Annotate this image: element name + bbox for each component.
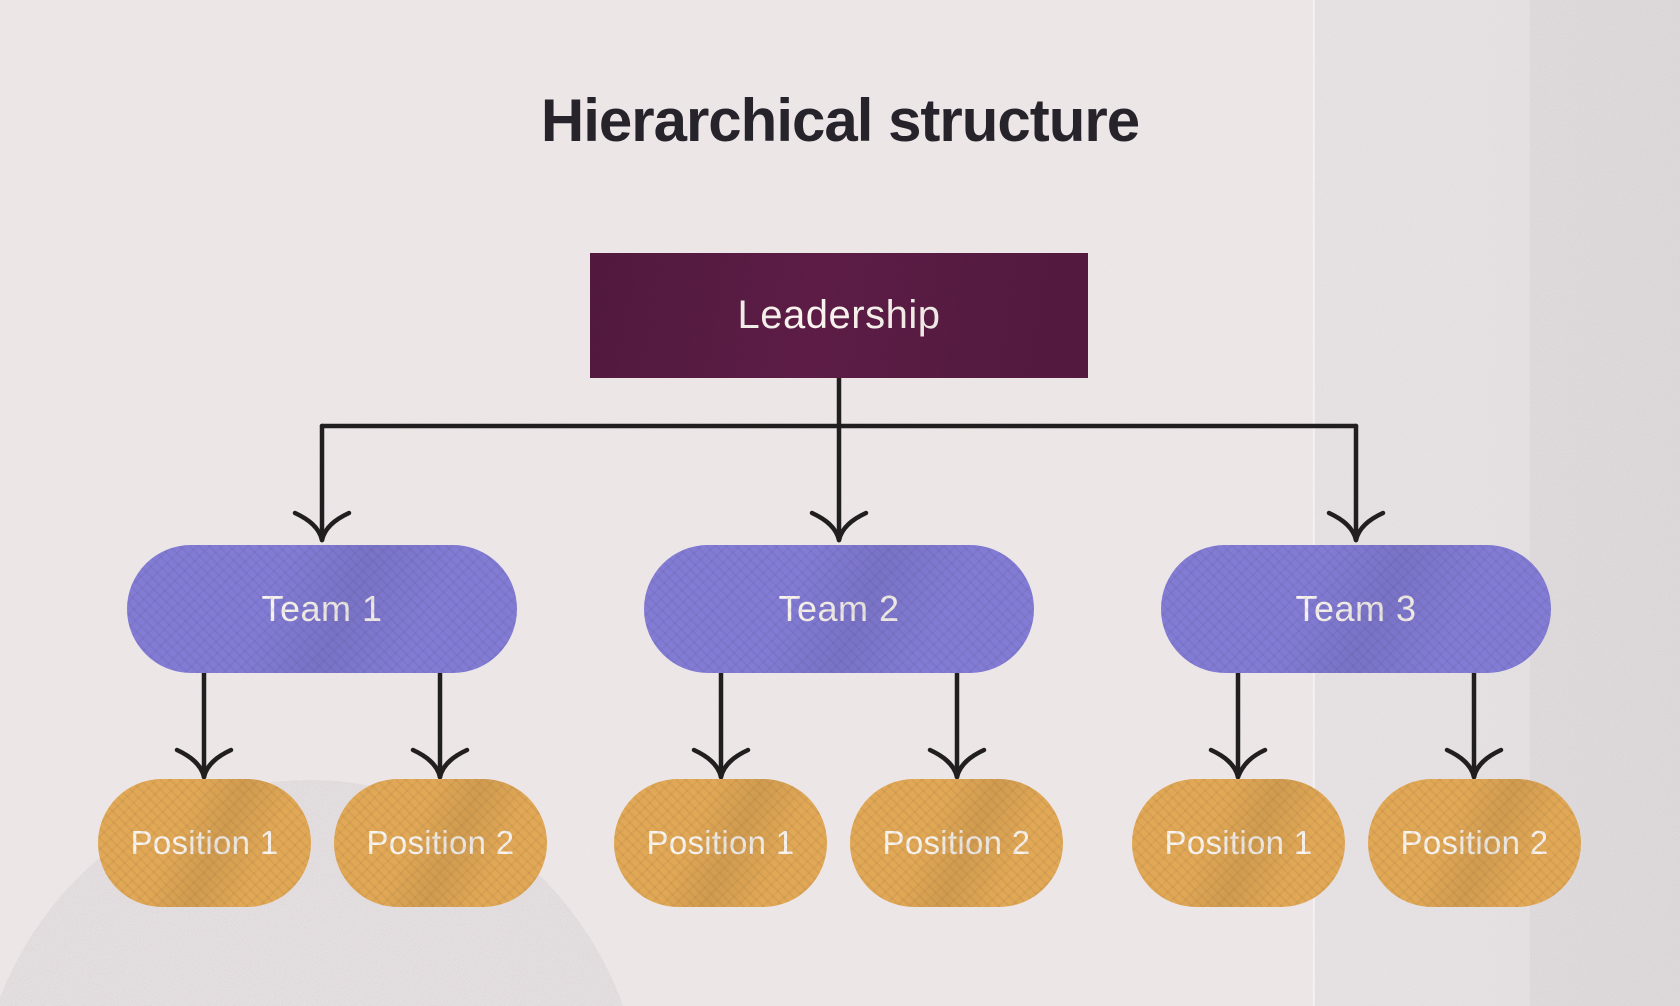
connector-team1-to-positions xyxy=(174,670,470,780)
node-team-1-position-1-label: Position 1 xyxy=(130,824,279,861)
node-leadership: Leadership xyxy=(590,253,1088,378)
connector-team2-to-positions xyxy=(691,670,987,780)
arrow-down-icon xyxy=(1208,747,1268,780)
node-team-1: Team 1 xyxy=(127,545,517,673)
page-title: Hierarchical structure xyxy=(540,87,1140,154)
node-team-3: Team 3 xyxy=(1161,545,1551,673)
arrow-down-icon xyxy=(292,510,352,543)
node-team-2-position-2: Position 2 xyxy=(850,779,1063,907)
connector-team3-to-positions xyxy=(1208,670,1504,780)
arrow-down-icon xyxy=(1444,747,1504,780)
node-team-2: Team 2 xyxy=(644,545,1034,673)
node-team-3-position-1-label: Position 1 xyxy=(1164,824,1313,861)
node-team-2-position-1-label: Position 1 xyxy=(646,824,795,861)
arrow-down-icon xyxy=(174,747,234,780)
node-team-3-position-2: Position 2 xyxy=(1368,779,1581,907)
node-team-3-position-1: Position 1 xyxy=(1132,779,1345,907)
node-team-1-position-2: Position 2 xyxy=(334,779,547,907)
node-team-1-position-1: Position 1 xyxy=(98,779,311,907)
node-team-2-label: Team 2 xyxy=(778,588,900,629)
arrow-down-icon xyxy=(809,510,869,543)
arrow-down-icon xyxy=(1326,510,1386,543)
arrow-down-icon xyxy=(691,747,751,780)
node-leadership-label: Leadership xyxy=(737,293,941,337)
node-team-1-label: Team 1 xyxy=(261,588,383,629)
node-team-3-position-2-label: Position 2 xyxy=(1400,824,1549,861)
node-team-2-position-2-label: Position 2 xyxy=(882,824,1031,861)
node-team-2-position-1: Position 1 xyxy=(614,779,827,907)
connector-leadership-to-teams xyxy=(292,375,1386,543)
arrow-down-icon xyxy=(410,747,470,780)
node-team-3-label: Team 3 xyxy=(1295,588,1417,629)
node-team-1-position-2-label: Position 2 xyxy=(366,824,515,861)
arrow-down-icon xyxy=(927,747,987,780)
